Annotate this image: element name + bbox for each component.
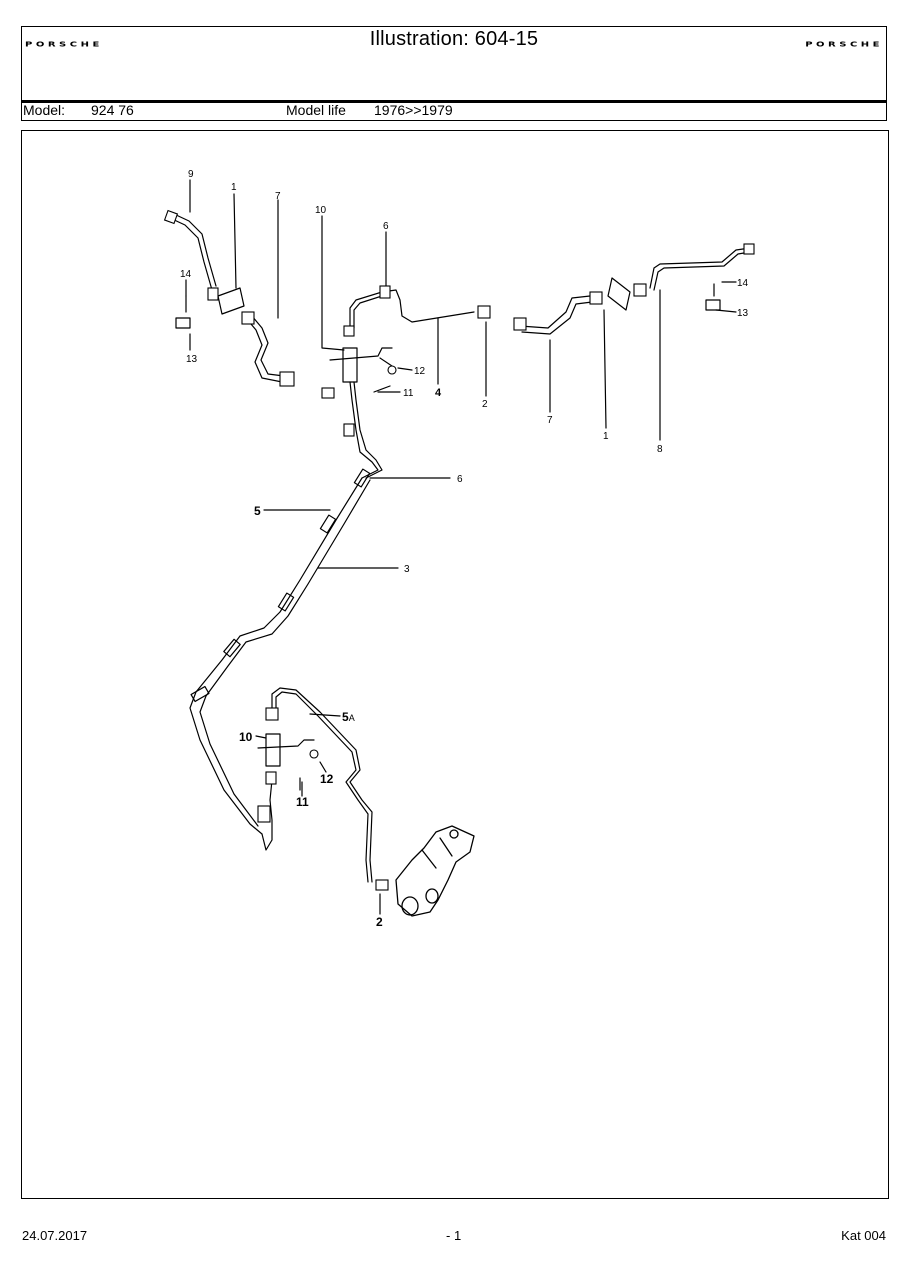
bracket-left [217,287,245,315]
tee-connector-lower [265,733,281,767]
brake-line-main-3 [189,477,363,835]
callout-2-upper: 2 [482,399,488,410]
tee-connector-upper [342,347,358,383]
callout-5A-suffix: A [349,713,355,723]
brake-line-5A [271,687,373,883]
brake-line-right [649,247,751,289]
callout-14-right: 14 [737,278,749,289]
callout-7-right: 7 [547,415,553,426]
footer-page: - 1 [446,1228,462,1243]
callout-5A: 5A [342,710,355,724]
model-label: Model: [23,102,66,118]
callout-13-right: 13 [737,308,749,319]
porsche-logo-right: PORSCHE [805,40,883,49]
callout-10-upper: 10 [315,205,327,216]
callout-7-left: 7 [275,191,281,202]
header-box: PORSCHE Illustration: 604-15 PORSCHE Mod… [21,26,887,121]
callout-14-left: 14 [180,269,192,280]
model-value: 924 76 [91,102,134,118]
callout-3: 3 [404,564,410,575]
header-divider [22,100,886,103]
callout-1-left: 1 [231,182,237,193]
callout-9: 9 [188,169,194,180]
brake-hose-left [245,317,283,383]
callout-10-lower: 10 [239,730,253,744]
callout-1-right: 1 [603,431,609,442]
brake-hose-right [519,295,591,329]
illustration-frame [21,130,889,1199]
model-life-label: Model life [286,102,346,118]
callout-11-upper: 11 [403,388,414,399]
callout-5A-number: 5 [342,710,349,724]
callout-12-lower: 12 [320,772,334,786]
brake-line-center [349,289,475,329]
porsche-logo-left: PORSCHE [25,40,103,49]
footer-catalog: Kat 004 [841,1228,886,1243]
callout-13-left: 13 [186,354,198,365]
callout-11-lower: 11 [296,795,309,809]
callout-6-lower: 6 [457,474,463,485]
footer-date: 24.07.2017 [22,1228,88,1243]
master-cylinder [395,825,475,917]
callout-4: 4 [435,387,442,399]
brake-line-main-5 [199,479,371,827]
illustration-title: Illustration: 604-15 [369,28,539,50]
bracket-right [607,277,631,311]
callout-6-upper: 6 [383,221,389,232]
callout-2-lower: 2 [376,915,383,929]
callout-8: 8 [657,444,663,455]
model-life-value: 1976>>1979 [374,102,453,118]
callout-5: 5 [254,504,261,518]
brake-line-left-upper [169,217,213,291]
callout-12-upper: 12 [414,366,426,377]
